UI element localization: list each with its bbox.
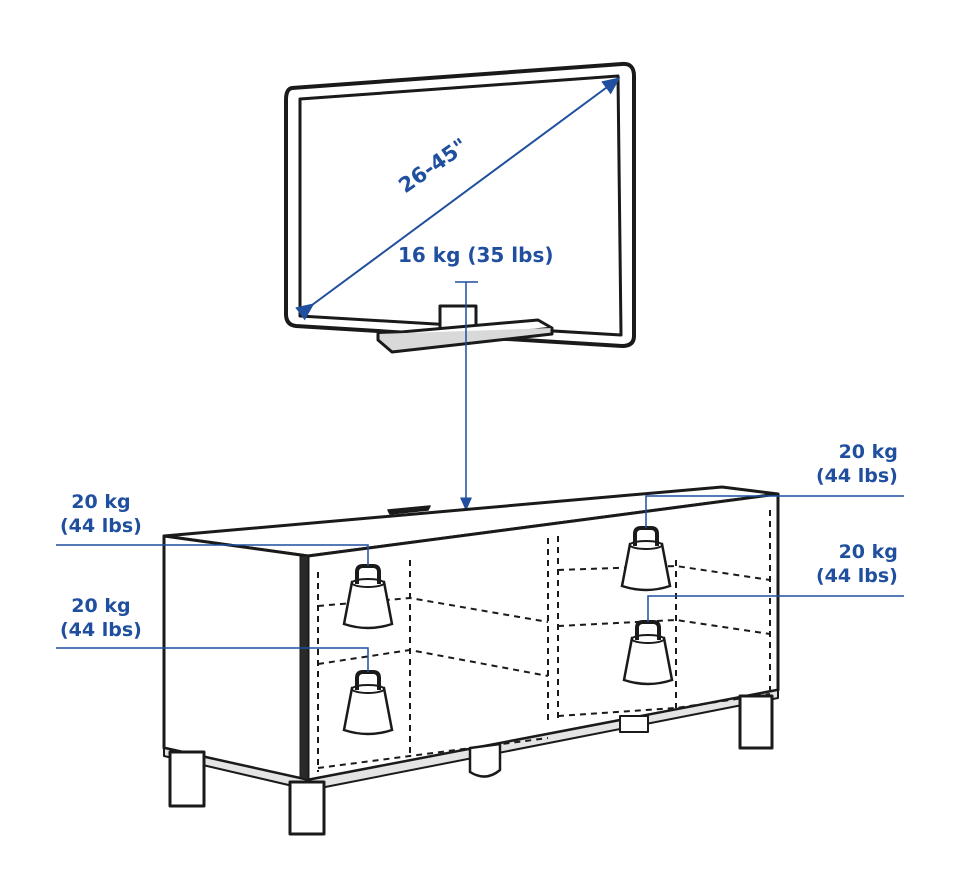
leg-front-left (288, 780, 326, 836)
tv-weight-label: 16 kg (35 lbs) (398, 243, 554, 267)
leg-back-right (619, 715, 649, 733)
tv-diagonal-arrow (295, 77, 621, 321)
leader-bottom-right (647, 595, 904, 622)
leg-back-left (168, 750, 206, 808)
tv-screen (298, 74, 623, 337)
weight-top-right (620, 526, 672, 592)
load-lbs: (44 lbs) (60, 515, 142, 537)
tv (284, 61, 636, 354)
load-label-top-left: 20 kg (44 lbs) (60, 490, 142, 538)
load-kg: 20 kg (838, 441, 898, 463)
weight-bottom-right (622, 620, 674, 686)
load-kg: 20 kg (71, 491, 131, 513)
load-label-bottom-right: 20 kg (44 lbs) (816, 540, 898, 588)
load-lbs: (44 lbs) (816, 565, 898, 587)
leader-bottom-left (56, 647, 369, 672)
weight-bottom-left (342, 670, 394, 736)
load-kg: 20 kg (838, 541, 898, 563)
leg-front-right (738, 694, 774, 750)
cable-slot (387, 505, 431, 515)
leader-top-left (56, 544, 369, 566)
load-kg: 20 kg (71, 595, 131, 617)
bench-left-side (162, 534, 310, 782)
load-label-top-right: 20 kg (44 lbs) (816, 440, 898, 488)
load-lbs: (44 lbs) (816, 465, 898, 487)
tv-bench (162, 485, 780, 836)
load-label-bottom-left: 20 kg (44 lbs) (60, 594, 142, 642)
load-lbs: (44 lbs) (60, 619, 142, 641)
leader-top-right (645, 495, 904, 528)
center-support (468, 742, 502, 778)
